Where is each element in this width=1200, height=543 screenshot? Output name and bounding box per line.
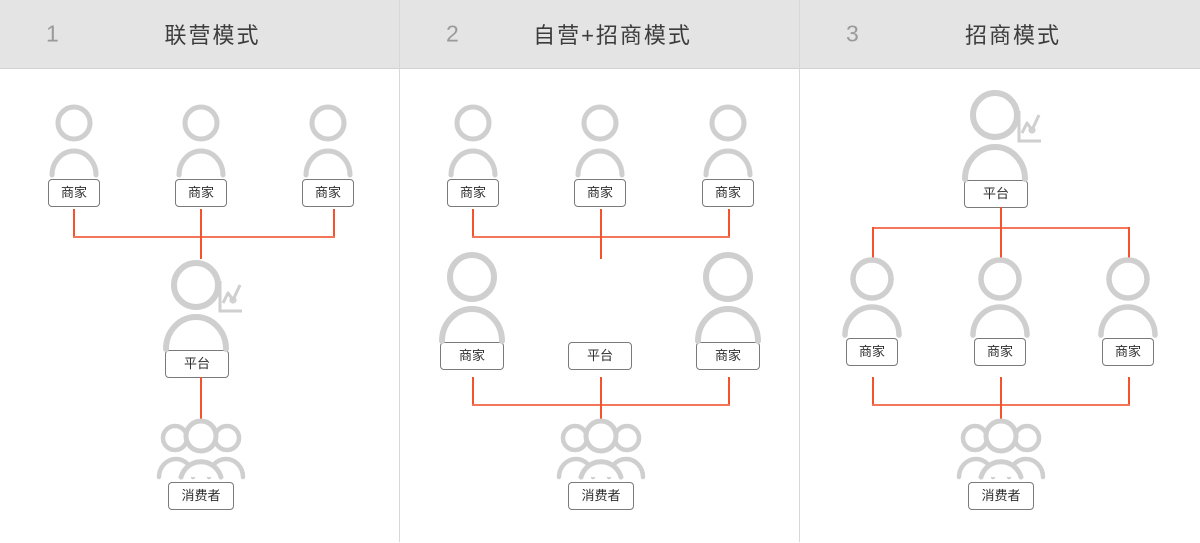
node-consumer[interactable]: 消费者 [556, 418, 646, 510]
node-label: 消费者 [168, 482, 234, 510]
node-label: 商家 [301, 179, 354, 207]
node-merchant-3[interactable]: 商家 [1094, 257, 1162, 366]
connector-drop-right [333, 209, 335, 238]
node-label: 消费者 [568, 482, 634, 510]
node-merchant-3[interactable]: 商家 [296, 103, 360, 207]
node-label: 平台 [963, 180, 1028, 208]
connector-bus2-to-consumer [600, 404, 602, 423]
node-label: 消费者 [968, 482, 1034, 510]
panel-1-number: 1 [46, 20, 60, 47]
node-mid-merchant-left[interactable]: 商家 [438, 251, 506, 370]
person-with-chart-icon [959, 89, 1041, 182]
node-merchant-1[interactable]: 商家 [42, 103, 106, 207]
node-label: 商家 [439, 342, 504, 370]
panel-3-header: 3 招商模式 [800, 0, 1200, 69]
node-merchant-1[interactable]: 商家 [838, 257, 906, 366]
node-label: 商家 [47, 179, 100, 207]
panel-3-title: 招商模式 [964, 23, 1061, 48]
node-merchant-2[interactable]: 商家 [169, 103, 233, 207]
panel-3-number: 3 [846, 20, 860, 47]
connector-platform-stub [1000, 207, 1002, 229]
person-icon [701, 103, 755, 178]
node-label: 平台 [164, 350, 229, 378]
person-icon [47, 103, 101, 178]
connector-drop-left [872, 227, 874, 258]
connector-drop-right [728, 209, 730, 238]
node-label: 商家 [695, 342, 760, 370]
node-merchant-2[interactable]: 商家 [966, 257, 1034, 366]
person-icon [838, 257, 906, 338]
panel-1-stage: 商家 商家 商家 [0, 69, 400, 543]
connector-drop2-center [1000, 377, 1002, 406]
person-with-chart-icon [160, 259, 242, 352]
node-merchant-2[interactable]: 商家 [568, 103, 632, 207]
connector-drop-right [1128, 227, 1130, 258]
panel-3-stage: 平台 商家 [800, 69, 1200, 543]
connector-drop-center [600, 209, 602, 238]
connector-platform-to-consumer [200, 377, 202, 421]
connector-bus-horizontal [73, 236, 335, 238]
node-label: 商家 [174, 179, 227, 207]
node-label: 商家 [1101, 338, 1154, 366]
platform-icon-hidden [559, 251, 641, 341]
connector-drop2-right [1128, 377, 1130, 406]
group-people-icon [156, 418, 246, 480]
connector-bus2-to-consumer [1000, 404, 1002, 423]
node-consumer[interactable]: 消费者 [156, 418, 246, 510]
connector-bus-to-mid [600, 236, 602, 259]
panel-1-title: 联营模式 [164, 23, 261, 48]
node-merchant-1[interactable]: 商家 [441, 103, 505, 207]
person-icon [431, 251, 513, 344]
person-icon [301, 103, 355, 178]
person-icon [446, 103, 500, 178]
person-icon [1094, 257, 1162, 338]
node-mid-platform[interactable]: 平台 [566, 251, 634, 370]
node-platform[interactable]: 平台 [160, 259, 242, 378]
connector-drop-center [1000, 227, 1002, 258]
node-label: 商家 [973, 338, 1026, 366]
connector-drop-left [73, 209, 75, 238]
node-merchant-3[interactable]: 商家 [696, 103, 760, 207]
panel-3: 3 招商模式 平台 [800, 0, 1200, 542]
panel-2: 2 自营+招商模式 商家 [400, 0, 800, 542]
panel-1: 1 联营模式 商家 [0, 0, 400, 542]
node-label: 商家 [573, 179, 626, 207]
node-label: 商家 [446, 179, 499, 207]
node-label: 平台 [567, 342, 632, 370]
person-icon [687, 251, 769, 344]
node-mid-merchant-right[interactable]: 商家 [694, 251, 762, 370]
node-platform[interactable]: 平台 [959, 89, 1041, 208]
connector-drop2-left [472, 377, 474, 406]
connector-drop2-left [872, 377, 874, 406]
connector-drop-center [200, 209, 202, 238]
panel-2-stage: 商家 商家 商家 [400, 69, 800, 543]
connector-bus-to-platform [200, 236, 202, 259]
panel-2-number: 2 [446, 20, 460, 47]
node-label: 商家 [845, 338, 898, 366]
person-icon [966, 257, 1034, 338]
connector-drop2-center [600, 377, 602, 406]
person-icon [573, 103, 627, 178]
connector-drop2-right [728, 377, 730, 406]
group-people-icon [956, 418, 1046, 480]
node-consumer[interactable]: 消费者 [956, 418, 1046, 510]
panel-2-header: 2 自营+招商模式 [400, 0, 799, 69]
person-icon [174, 103, 228, 178]
panel-1-header: 1 联营模式 [0, 0, 399, 69]
connector-drop-left [472, 209, 474, 238]
panel-2-title: 自营+招商模式 [533, 23, 692, 48]
group-people-icon [556, 418, 646, 480]
node-label: 商家 [701, 179, 754, 207]
